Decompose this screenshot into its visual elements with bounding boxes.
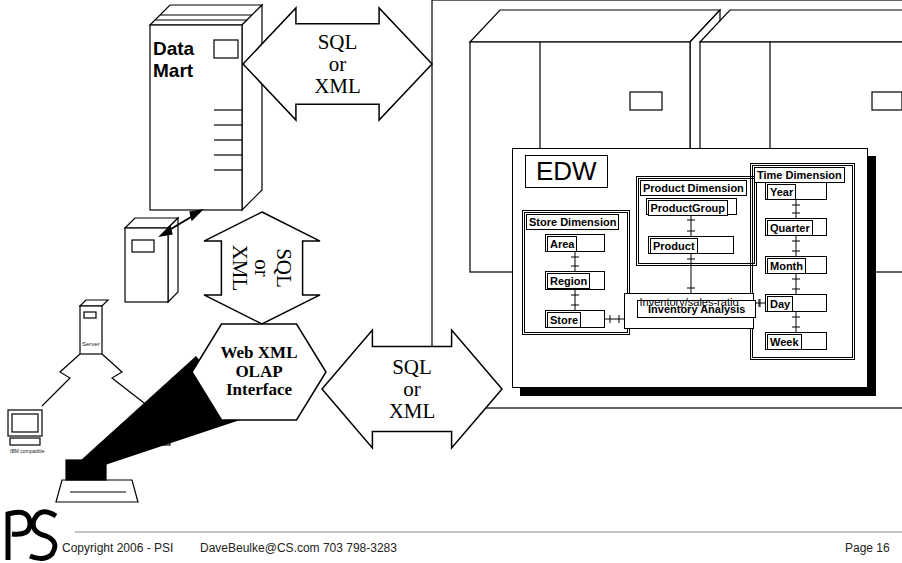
network-link [102,354,148,406]
server-label: Data Mart [153,38,211,100]
arrow-head [160,226,172,236]
edw-frame [432,0,902,408]
relationship-line [792,200,800,218]
pc-icon [8,410,42,445]
company-logo [8,512,56,560]
relationship-line [792,274,800,294]
double-arrow: SQL or XML [204,212,320,324]
relationship-line [792,312,800,332]
entity-box: Area [545,234,605,252]
relationship-line [605,315,624,323]
entity-box: Day [765,294,827,312]
node-title: Store [547,312,581,328]
entity-box: Region [545,271,605,290]
shape-outline [322,330,502,448]
shape-outline [243,8,432,120]
relationship-line [792,236,800,256]
shape-outline [192,324,326,420]
relationship-line [687,254,695,293]
node-title: SQL or XML [229,240,295,296]
dimension-box: Store DimensionAreaRegionStore [522,210,630,335]
arrow-head [190,210,202,220]
interface-hexagon: Web XML OLAP Interface [192,324,326,420]
node-text: Inventory/sales-ratio [639,295,738,309]
node-title: Product Dimension [640,180,747,196]
entity-box: Month [765,256,827,274]
data-mart-server [150,5,262,210]
small-server [125,218,178,302]
double-arrow: SQL or XML [322,330,502,448]
node-title: Year [767,184,796,200]
node-title: Week [767,334,802,350]
entity-box: Store [545,310,605,328]
dimension-box: Product DimensionProductGroupProduct [636,176,757,266]
node-title: Area [547,236,577,252]
node-title: Web XML OLAP Interface [216,344,302,400]
edw-panel: EDWStore DimensionAreaRegionStoreProduct… [512,148,868,388]
node-title: Data Mart [153,38,211,82]
entity-box: Quarter [765,218,827,236]
node-title: Product [650,238,698,254]
pc-caption: IBM compatible [10,448,44,454]
network-link [42,354,80,406]
page-number: Page 16 [845,541,890,555]
double-arrow: SQL or XML [243,8,432,120]
entity-box: Product [648,236,734,254]
node-title: Time Dimension [754,167,845,183]
relationship-line [571,252,579,271]
node-title: SQL or XML [384,356,440,422]
relationship-line [687,215,695,236]
network-server [80,300,108,354]
fact-box: Inventory AnalysisInventory/sales-ratio [624,293,754,329]
entity-box: Week [765,332,827,350]
node-title: Month [767,258,806,274]
dimension-box: Time DimensionYearQuarterMonthDayWeek [750,163,855,360]
node-title: Day [767,296,793,312]
panel-ground [512,148,868,388]
node-title: SQL or XML [310,31,366,97]
relationship-line [571,290,579,310]
footer-text: Copyright 2006 - PSI [62,541,173,555]
footer-text: DaveBeulke@CS.com 703 798-3283 [200,541,397,555]
node-title: Region [547,273,590,289]
entity-box: ProductGroup [646,198,737,215]
entity-box: Year [765,182,827,200]
shape-outline [204,212,320,324]
server-caption: Server [82,341,100,347]
footer-rule [75,531,902,532]
node-title: Quarter [767,220,813,236]
node-title: ProductGroup [648,200,729,216]
node-title: Store Dimension [526,214,619,230]
node-title: EDW [525,155,608,188]
